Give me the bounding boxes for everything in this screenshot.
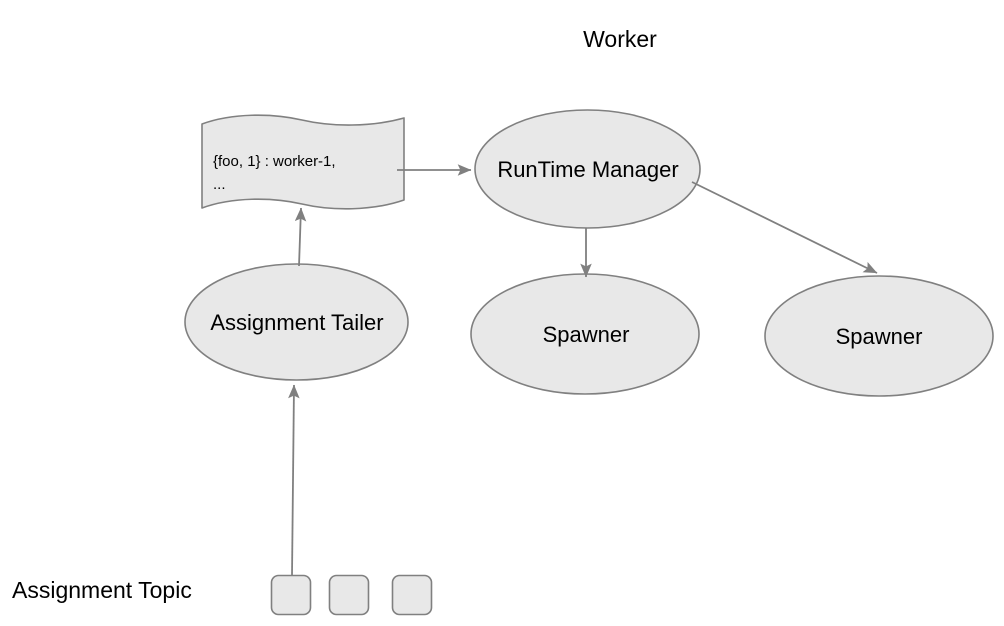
assignment-topic-title: Assignment Topic (12, 577, 192, 603)
spawner-1-shape[interactable] (470, 273, 700, 395)
topic-partition-2-shape[interactable] (328, 574, 370, 616)
worker-group-title: Worker (583, 26, 657, 52)
edge-runtime-manager-to-spawner-2 (691, 181, 878, 274)
edge-tailer-to-doc (294, 207, 307, 267)
edge-topic-to-tailer (288, 384, 300, 577)
assignment-tailer-shape[interactable] (184, 263, 409, 381)
topic-partition-1-shape[interactable] (270, 574, 312, 616)
topic-partition-3-shape[interactable] (391, 574, 433, 616)
assignment-doc-label: {foo, 1} : worker-1, ... (213, 153, 336, 194)
assignment-doc-shape[interactable] (201, 114, 405, 210)
spawner-2-shape[interactable] (764, 275, 994, 397)
runtime-manager-shape[interactable] (474, 109, 701, 229)
